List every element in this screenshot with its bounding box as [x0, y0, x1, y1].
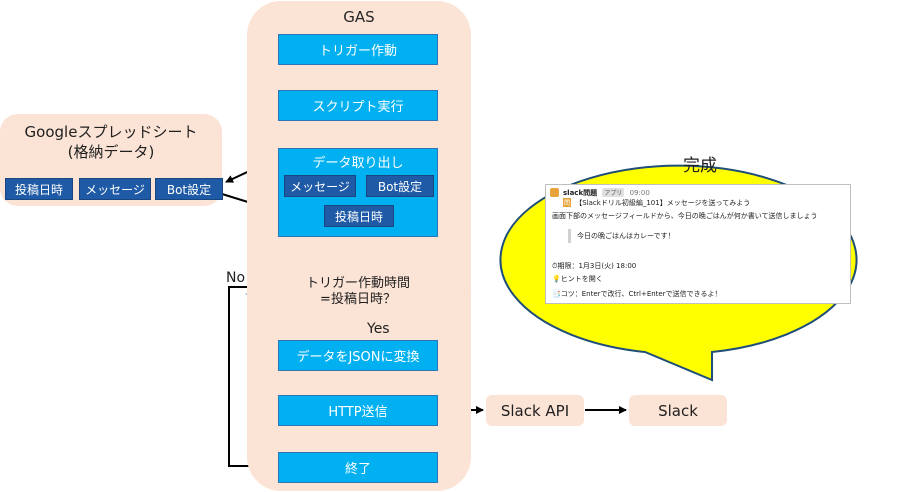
- card-instruction: 画面下部のメッセージフィールドから、今日の晩ごはんが何か書いて送信しましょう: [552, 212, 818, 220]
- card-user: slack問題: [563, 189, 598, 197]
- slack-box: Slack: [629, 395, 727, 426]
- card-deadline: ⏱期限：1月3日(火) 18:00: [552, 262, 637, 270]
- card-headline-badge: 問: [563, 198, 572, 207]
- fetch-item-message: メッセージ: [284, 175, 356, 197]
- step-convert: データをJSONに変換: [278, 340, 438, 371]
- fetch-item-date: 投稿日時: [324, 205, 394, 227]
- sheet-cell-message: メッセージ: [79, 178, 151, 200]
- sheet-cell-bot: Bot設定: [155, 178, 223, 200]
- step-http: HTTP送信: [278, 395, 438, 426]
- card-header: slack問題 アプリ 09:00: [563, 188, 650, 198]
- step-trigger: トリガー作動: [278, 34, 438, 65]
- bot-avatar: [550, 188, 559, 197]
- sheet-title-line1: Googleスプレッドシート: [24, 123, 198, 141]
- fetch-item-bot: Bot設定: [366, 175, 434, 197]
- card-app-badge: アプリ: [602, 188, 625, 197]
- card-hint[interactable]: 💡ヒントを開く: [552, 275, 603, 283]
- decision-line1: トリガー作動時間: [305, 276, 410, 291]
- card-tip: 📑コツ：Enterで改行、Ctrl+Enterで送信できるよ！: [552, 290, 722, 298]
- card-headline: 【Slackドリル初級編_101】メッセージを送ってみよう: [575, 199, 751, 207]
- step-end: 終了: [278, 452, 438, 483]
- completion-title: 完成: [683, 156, 717, 176]
- card-headline-row: 問 【Slackドリル初級編_101】メッセージを送ってみよう: [563, 198, 750, 208]
- sheet-title-line2: (格納データ): [67, 143, 155, 161]
- decision-line2: =投稿日時？: [320, 292, 396, 307]
- step-script: スクリプト実行: [278, 90, 438, 121]
- decision-label: トリガー作動時間 =投稿日時？: [275, 276, 441, 308]
- slack-message-card: slack問題 アプリ 09:00 問 【Slackドリル初級編_101】メッセ…: [545, 184, 851, 304]
- card-time: 09:00: [629, 189, 650, 197]
- yes-label: Yes: [367, 321, 390, 337]
- card-quote: 今日の晩ごはんはカレーです！: [568, 229, 675, 243]
- slack-api-box: Slack API: [486, 395, 584, 426]
- sheet-cell-date: 投稿日時: [5, 178, 73, 200]
- gas-title: GAS: [343, 8, 375, 26]
- step-fetch-label: データ取り出し: [312, 156, 404, 171]
- sheet-title: Googleスプレッドシート (格納データ): [0, 122, 222, 162]
- no-label: No: [226, 270, 246, 286]
